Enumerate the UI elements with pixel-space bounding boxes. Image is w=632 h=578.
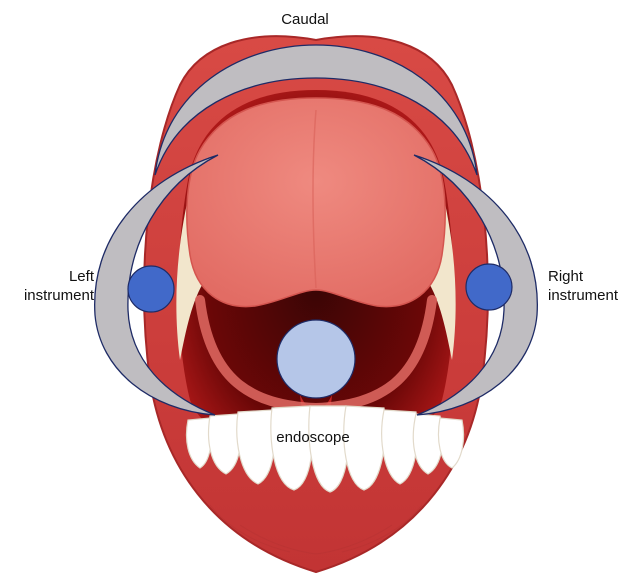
right-instrument-port [466,264,512,310]
right-instrument-label: Right instrument [548,267,632,305]
endoscope-port [277,320,355,398]
right-instrument-label-line1: Right [548,267,632,286]
right-instrument-label-line2: instrument [548,286,632,305]
left-instrument-label-line2: instrument [8,286,94,305]
left-instrument-label: Left instrument [8,267,94,305]
left-instrument-label-line1: Left [8,267,94,286]
caudal-label: Caudal [250,10,360,29]
left-instrument-port [128,266,174,312]
endoscope-label: endoscope [248,428,378,447]
